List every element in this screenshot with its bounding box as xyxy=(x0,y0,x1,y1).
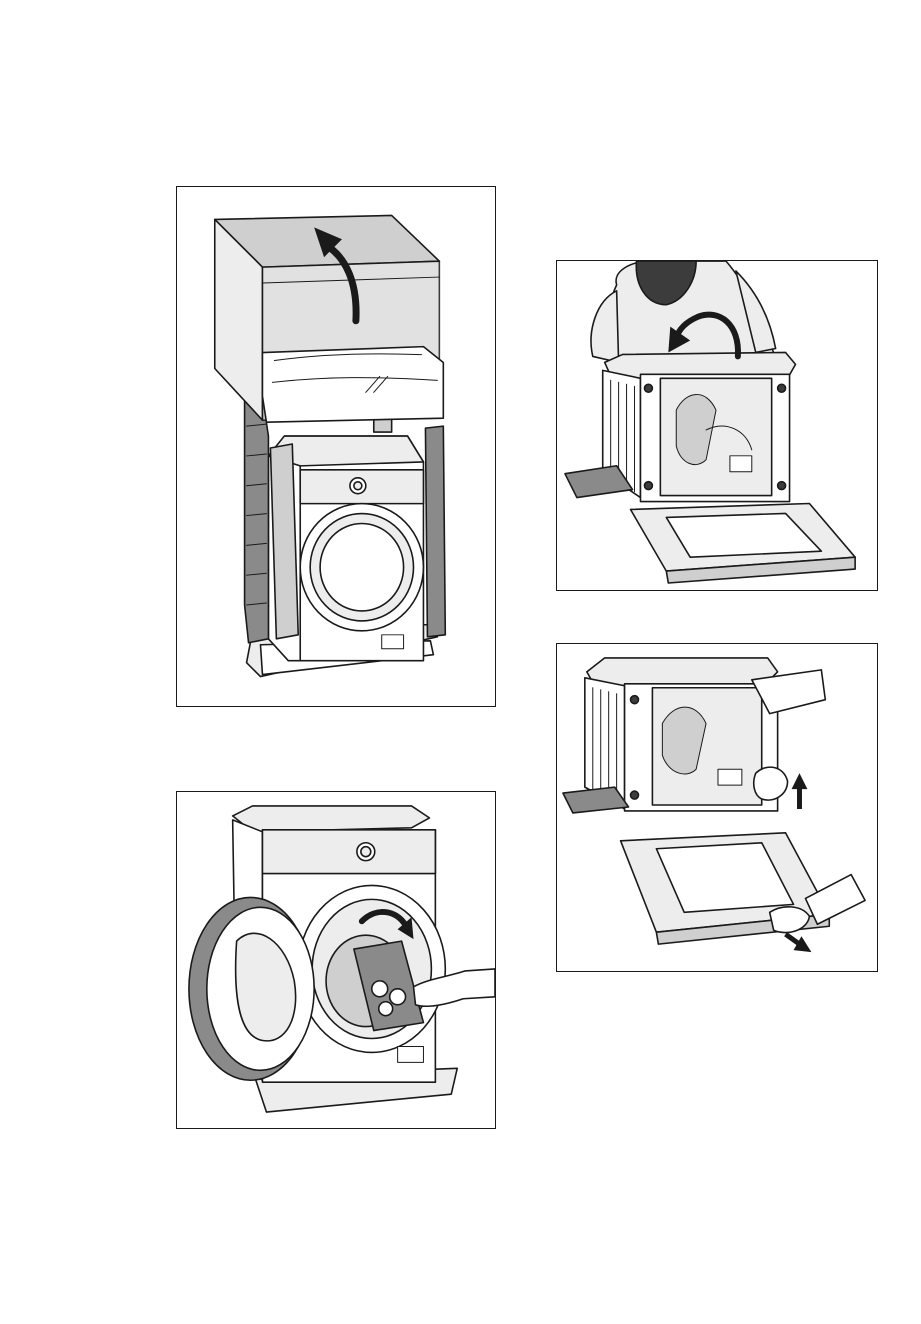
illustration-tilt-machine-back xyxy=(556,260,878,591)
base-tray xyxy=(621,833,865,944)
illustration-remove-base-tray xyxy=(556,643,878,972)
illustration-remove-drum-bag xyxy=(176,791,496,1129)
tilt-machine-back-drawing xyxy=(557,261,877,590)
remove-base-tray-drawing xyxy=(557,644,877,971)
tilted-washing-machine xyxy=(603,352,796,501)
lift-carton-cover-drawing xyxy=(177,187,495,706)
person-figure xyxy=(591,261,776,364)
remove-drum-bag-drawing xyxy=(177,792,495,1128)
base-tray xyxy=(631,504,856,584)
open-door xyxy=(189,897,314,1080)
illustration-lift-carton-cover xyxy=(176,186,496,707)
